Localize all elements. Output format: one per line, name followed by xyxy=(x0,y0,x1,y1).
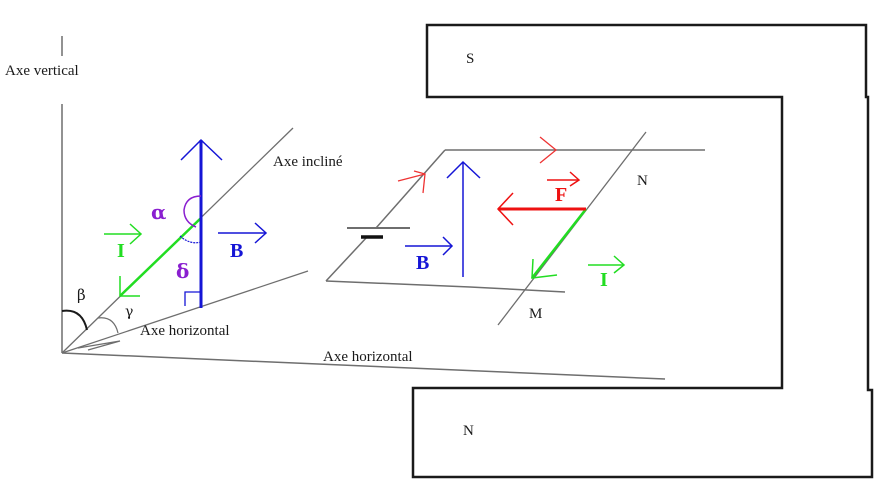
left-B-label: B xyxy=(230,240,243,262)
alpha-lower-arc xyxy=(179,235,202,244)
horizontal-axis-1 xyxy=(61,270,309,354)
delta-label: δ xyxy=(176,259,189,283)
right-I-vector-arrowhead xyxy=(613,255,626,274)
mobile-bar-current xyxy=(531,208,587,279)
gamma-angle-arc xyxy=(97,317,119,334)
inclined-axis-label: Axe incliné xyxy=(273,154,343,170)
left-conductor-arrowhead xyxy=(119,276,140,297)
left-B-vector-arrowhead xyxy=(254,222,268,244)
point-M-label: M xyxy=(529,306,542,322)
alpha-angle-arc xyxy=(183,195,202,228)
right-I-label: I xyxy=(600,269,608,291)
left-wire-lower xyxy=(325,236,368,282)
mid-B-label: B xyxy=(416,252,429,274)
delta-right-angle-mark xyxy=(184,291,201,306)
gamma-label: γ xyxy=(125,304,133,320)
mid-B-vector-arrowhead xyxy=(442,236,454,256)
left-conductor-current xyxy=(119,217,202,297)
left-B-field-arrowhead xyxy=(180,138,223,161)
horizontal-axis-2-label: Axe horizontal xyxy=(323,349,413,365)
alpha-label: α xyxy=(151,200,166,224)
magnet-outline xyxy=(411,23,874,479)
beta-label: β xyxy=(77,286,86,304)
left-I-vector-arrowhead xyxy=(129,223,143,245)
circuit-current-arrow-left xyxy=(397,170,426,194)
magnet-pole-south-label: S xyxy=(466,51,474,67)
force-F-arrowhead xyxy=(496,192,514,226)
mobile-bar-arrowhead xyxy=(531,258,558,279)
left-I-label: I xyxy=(117,240,125,262)
bottom-rail xyxy=(325,280,566,293)
F-label: F xyxy=(555,184,567,206)
left-wire-upper xyxy=(375,149,446,229)
mid-B-field-arrowhead xyxy=(446,160,481,179)
origin-angle-mark xyxy=(77,340,121,351)
F-vector-arrowhead xyxy=(569,171,581,187)
vertical-axis-label: Axe vertical xyxy=(5,63,79,79)
horizontal-axis-1-label: Axe horizontal xyxy=(140,323,230,339)
point-N-label: N xyxy=(637,173,648,189)
magnet-pole-north-label: N xyxy=(463,423,474,439)
beta-angle-arc xyxy=(61,309,88,331)
circuit-current-arrow-top xyxy=(539,136,558,164)
horizontal-axis-2 xyxy=(61,352,666,380)
